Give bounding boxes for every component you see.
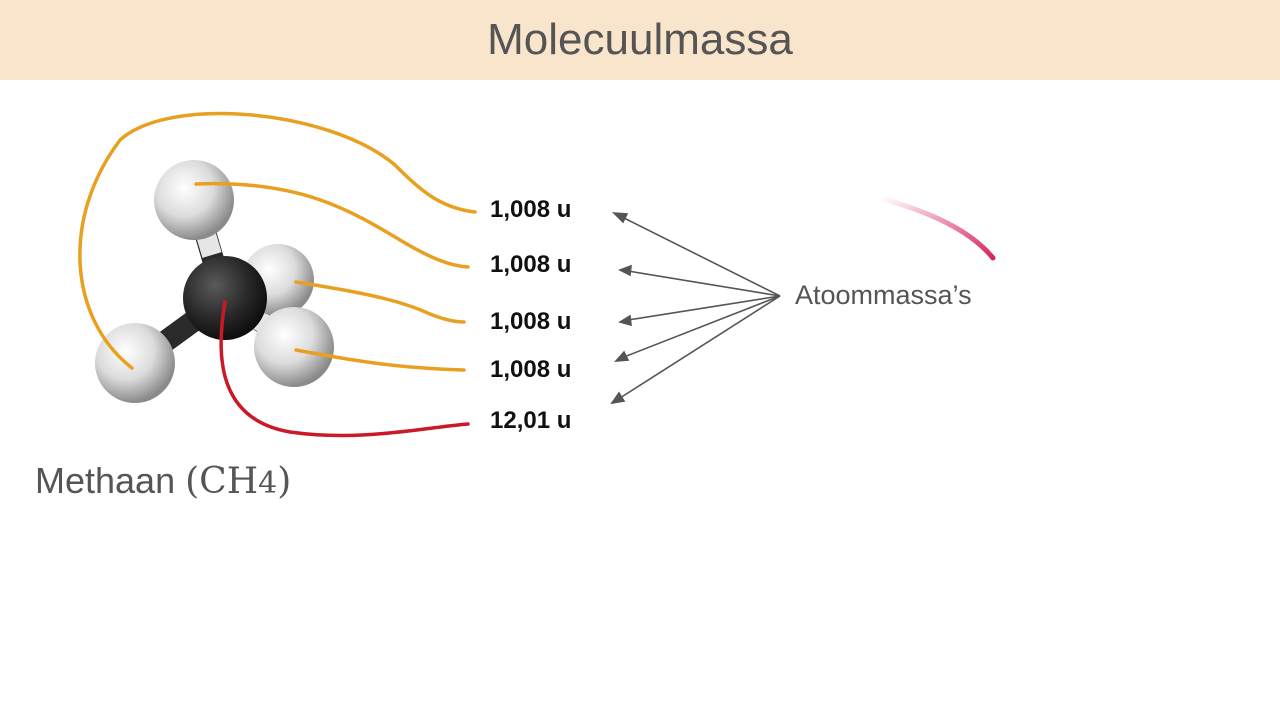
connector-line-1 <box>78 111 477 370</box>
mass-label-c: 12,01 u <box>490 407 572 434</box>
atomic-masses-label: Atoommassa’s <box>795 280 972 310</box>
connector-line-carbon <box>219 300 470 438</box>
connector-lines <box>78 111 477 438</box>
arrow-2 <box>627 270 781 297</box>
formula-subscript: 4 <box>258 466 278 501</box>
mass-label-h4: 1,008 u <box>490 356 572 383</box>
methane-molecule <box>95 160 334 403</box>
hydrogen-atom-front <box>254 307 334 387</box>
arrows <box>610 212 781 405</box>
hydrogen-atom-top <box>154 160 234 240</box>
formula-close-paren: ) <box>277 461 292 502</box>
title-bar: Molecuulmassa <box>0 0 1280 80</box>
mass-label-h3: 1,008 u <box>490 308 572 335</box>
formula-main: CH <box>199 461 259 502</box>
formula-open-paren: ( <box>185 461 200 502</box>
arrow-1 <box>621 216 781 297</box>
carbon-atom <box>183 256 267 340</box>
connector-line-3 <box>294 280 466 324</box>
molecule-formula: (CH4) <box>185 461 291 502</box>
hydrogen-atom-left <box>95 323 175 403</box>
molecule-name: Methaan (CH4) <box>35 460 291 502</box>
connector-line-4 <box>294 348 466 372</box>
arrow-4 <box>623 295 781 358</box>
molecule-name-text: Methaan <box>35 460 176 501</box>
arrow-3 <box>627 295 781 321</box>
arrow-5 <box>619 295 781 399</box>
mass-label-h1: 1,008 u <box>490 196 572 223</box>
decorative-swoosh <box>877 195 996 261</box>
page-title: Molecuulmassa <box>487 15 793 64</box>
connector-line-2 <box>194 181 470 269</box>
mass-label-h2: 1,008 u <box>490 251 572 278</box>
